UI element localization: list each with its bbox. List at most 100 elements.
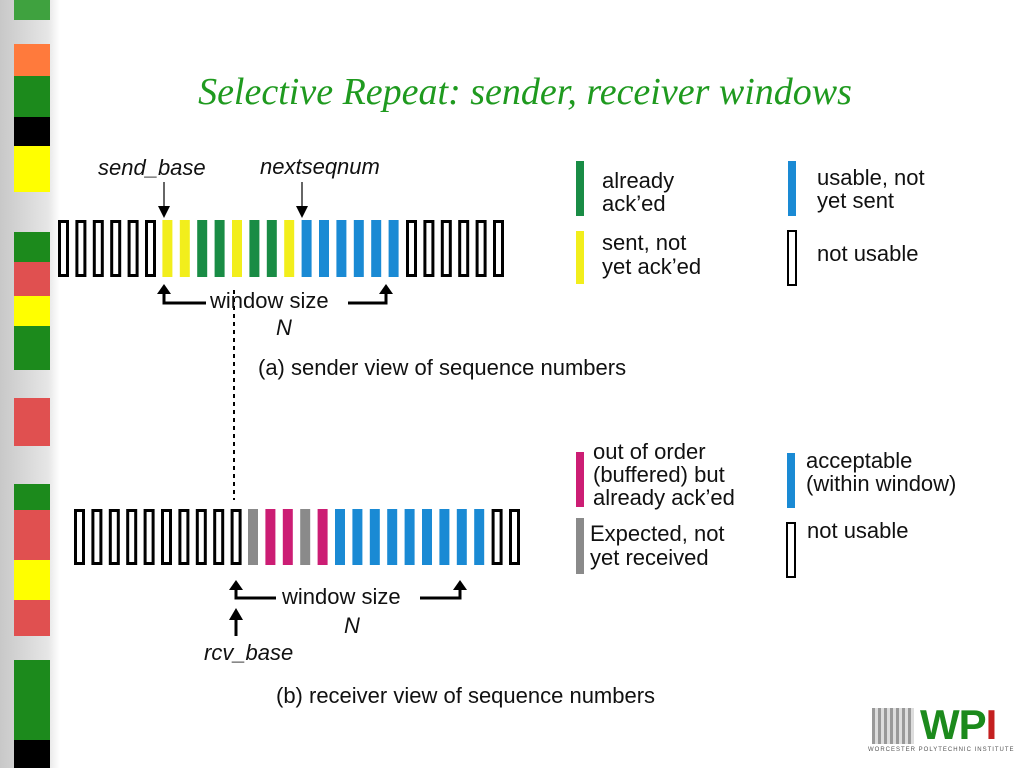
cell-not-usable [58,220,69,277]
send-base-label: send_base [98,155,206,180]
stripe-block [14,740,50,768]
legend-swatch-usable-not-sent [788,161,796,216]
cell-not-usable [213,509,225,565]
wpi-logo-text: WPI [920,701,997,748]
rcv-base-label: rcv_base [204,640,294,665]
cell-not-usable [509,509,520,565]
cell-already-acked [249,220,260,277]
cell-not-usable [75,220,87,277]
receiver-window-size-label: window size [282,584,401,609]
cell-not-usable [127,220,139,277]
legend-usable-not-sent-line2: yet sent [817,188,895,213]
cell-out-of-order [317,509,328,565]
cell-usable [371,220,382,277]
cell-not-usable [195,509,207,565]
sender-caption: (a) sender view of sequence numbers [258,355,627,380]
rcv-base-arrowhead [229,608,243,620]
legend-sent-not-acked-line2: yet ack’ed [602,254,702,279]
legend-acceptable-line2: (within window) [806,471,957,496]
cell-sent-not-acked [284,220,295,277]
cell-out-of-order [282,509,293,565]
legend-swatch-already-acked [576,161,584,216]
cell-not-usable [491,509,503,565]
sender-window-left-arrowhead [157,284,171,294]
legend-out-of-order-line1: out of order [593,439,706,464]
cell-not-usable [230,509,242,565]
cell-already-acked [214,220,225,277]
legend-sent-not-acked-line1: sent, not [602,230,687,255]
stripe-block [14,510,50,560]
cell-usable [404,509,415,565]
cell-not-usable [108,509,120,565]
cell-not-usable [178,509,190,565]
cell-not-usable [458,220,470,277]
cell-not-usable [126,509,138,565]
cell-sent-not-acked [179,220,190,277]
stripe-block [14,660,50,740]
receiver-window-n-label: N [344,613,360,638]
wpi-logo-subtitle: WORCESTER POLYTECHNIC INSTITUTE [868,747,1015,753]
cell-usable [336,220,347,277]
cell-usable [439,509,450,565]
cell-usable [474,509,485,565]
stripe-block [14,232,50,262]
cell-already-acked [266,220,277,277]
sender-window-right-arrowhead [379,284,393,294]
cell-not-usable [440,220,452,277]
stripe-block [14,326,50,370]
nextseqnum-label: nextseqnum [260,154,380,179]
stripe-block [14,484,50,510]
decorative-color-stripe [0,0,60,768]
stripe-block [14,262,50,296]
sender-window-n-label: N [276,315,292,340]
receiver-caption: (b) receiver view of sequence numbers [276,683,656,708]
legend-expected-line2: yet received [590,545,709,570]
cell-sent-not-acked [232,220,242,277]
cell-usable [422,509,432,565]
stripe-block [14,0,50,20]
cell-expected [248,509,258,565]
stripe-block [14,146,50,192]
wpi-logo: WPI WORCESTER POLYTECHNIC INSTITUTE [868,701,1014,759]
cell-not-usable [493,220,504,277]
legend-out-of-order-line2: (buffered) but [593,462,725,487]
cell-not-usable [143,509,155,565]
receiver-window-left-arrowhead [229,580,243,590]
cell-out-of-order [265,509,276,565]
cell-usable [335,509,345,565]
wpi-building-icon [872,708,914,744]
stripe-block [14,117,50,146]
stripe-block [14,44,50,76]
receiver-window-left-bracket [234,588,276,600]
legend-out-of-order-line3: already ack’ed [593,485,735,510]
cell-not-usable [92,220,104,277]
cell-already-acked [197,220,208,277]
cell-usable [352,509,363,565]
stripe-block [14,560,50,600]
cell-usable [456,509,467,565]
cell-expected [300,509,311,565]
cell-not-usable [74,509,85,565]
receiver-sequence-cells [74,509,520,565]
cell-not-usable [110,220,122,277]
cell-usable [369,509,380,565]
legend-swatch-expected [576,518,584,574]
stripe-block [14,76,50,117]
legend-acceptable-line1: acceptable [806,448,913,473]
cell-not-usable [91,509,103,565]
legend-swatch-acceptable [787,453,795,508]
cell-usable [388,220,399,277]
legend-not-usable-label: not usable [817,241,919,266]
cell-not-usable [406,220,417,277]
cell-not-usable [145,220,156,277]
legend-swatch-not-usable [787,230,797,286]
legend-swatch-not-usable-receiver [786,522,796,578]
legend-swatch-out-of-order [576,452,584,507]
cell-usable [353,220,364,277]
cell-usable [301,220,312,277]
legend-swatch-sent-not-acked [576,231,584,284]
stripe-block [14,600,50,636]
cell-not-usable [161,509,172,565]
slide-title: Selective Repeat: sender, receiver windo… [198,71,852,113]
